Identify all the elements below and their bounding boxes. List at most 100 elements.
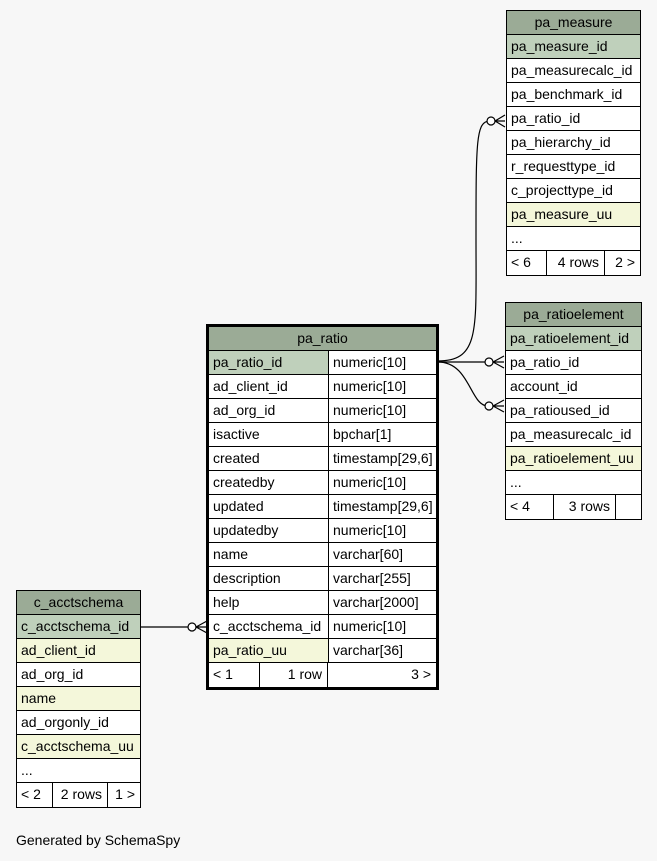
column-name: ad_org_id: [21, 666, 84, 682]
table-title: c_acctschema: [33, 594, 124, 610]
column-type: numeric[10]: [328, 351, 406, 374]
column-name: pa_ratio_id: [511, 110, 581, 126]
table-footer: < 1 1 row 3 >: [209, 663, 436, 687]
column-name: pa_ratioelement_uu: [510, 450, 634, 466]
table-row[interactable]: c_acctschema_id numeric[10]: [209, 615, 436, 639]
table-c-acctschema[interactable]: c_acctschema c_acctschema_id ad_client_i…: [16, 590, 141, 808]
table-row[interactable]: createdby numeric[10]: [209, 471, 436, 495]
table-footer: < 6 4 rows 2 >: [507, 251, 640, 275]
column-type: numeric[10]: [328, 399, 406, 422]
column-name: pa_measure_id: [511, 38, 608, 54]
footer-parents-link[interactable]: 2 >: [615, 254, 635, 270]
column-type: numeric[10]: [328, 615, 406, 638]
footer-children-link[interactable]: < 6: [507, 251, 547, 275]
table-row[interactable]: pa_ratioelement_uu: [506, 447, 641, 471]
table-row[interactable]: pa_measure_id: [507, 35, 640, 59]
table-row[interactable]: updatedby numeric[10]: [209, 519, 436, 543]
table-footer: < 4 3 rows: [506, 495, 641, 519]
column-type: timestamp[29,6]: [328, 447, 433, 470]
column-type: varchar[255]: [328, 567, 411, 590]
footer-children-link[interactable]: < 2: [17, 783, 53, 807]
footer-parents-link[interactable]: [616, 495, 641, 519]
table-row[interactable]: pa_ratio_uu varchar[36]: [209, 639, 436, 663]
column-name: ad_client_id: [213, 378, 288, 394]
table-row[interactable]: description varchar[255]: [209, 567, 436, 591]
table-row[interactable]: isactive bpchar[1]: [209, 423, 436, 447]
column-name: pa_ratioelement_id: [510, 330, 630, 346]
column-name: pa_ratioused_id: [510, 402, 610, 418]
column-name: pa_ratio_uu: [209, 639, 328, 662]
table-header[interactable]: pa_ratioelement: [506, 303, 641, 327]
column-name: c_acctschema_uu: [21, 738, 134, 754]
table-row[interactable]: ...: [17, 759, 140, 783]
column-name: pa_hierarchy_id: [511, 134, 611, 150]
footer-parents-link[interactable]: 1 >: [115, 786, 135, 802]
footer-parents-link[interactable]: 3 >: [411, 666, 431, 682]
edge-pa-measure-optional-marker: [486, 116, 496, 126]
table-row[interactable]: help varchar[2000]: [209, 591, 436, 615]
table-row[interactable]: pa_measurecalc_id: [506, 423, 641, 447]
table-row[interactable]: c_projecttype_id: [507, 179, 640, 203]
column-name: c_acctschema_id: [213, 618, 322, 634]
table-pa-ratioelement[interactable]: pa_ratioelement pa_ratioelement_id pa_ra…: [505, 302, 642, 520]
table-row[interactable]: name varchar[60]: [209, 543, 436, 567]
table-row[interactable]: r_requesttype_id: [507, 155, 640, 179]
table-row[interactable]: pa_measurecalc_id: [507, 59, 640, 83]
column-type: varchar[2000]: [328, 591, 419, 614]
table-row[interactable]: ad_client_id numeric[10]: [209, 375, 436, 399]
table-title: pa_ratioelement: [523, 306, 624, 322]
table-row[interactable]: pa_ratio_id: [506, 351, 641, 375]
column-name: updated: [213, 498, 264, 514]
table-row[interactable]: pa_ratio_id: [507, 107, 640, 131]
footer-children-link[interactable]: < 4: [506, 495, 554, 519]
table-row[interactable]: pa_hierarchy_id: [507, 131, 640, 155]
table-row[interactable]: ad_orgonly_id: [17, 711, 140, 735]
column-name: help: [213, 594, 240, 610]
column-name: description: [213, 570, 281, 586]
column-name: ad_client_id: [21, 642, 96, 658]
table-row[interactable]: pa_ratioelement_id: [506, 327, 641, 351]
table-row[interactable]: account_id: [506, 375, 641, 399]
edge-pa-ratioused-optional-marker: [484, 401, 494, 411]
column-name: pa_ratio_id: [209, 351, 328, 374]
column-type: numeric[10]: [328, 519, 406, 542]
table-header[interactable]: pa_ratio: [209, 327, 436, 351]
table-pa-ratio[interactable]: pa_ratio pa_ratio_id numeric[10] ad_clie…: [206, 324, 439, 690]
table-header[interactable]: c_acctschema: [17, 591, 140, 615]
table-row[interactable]: updated timestamp[29,6]: [209, 495, 436, 519]
column-name: c_projecttype_id: [511, 182, 613, 198]
table-title: pa_ratio: [297, 330, 348, 346]
table-pa-measure[interactable]: pa_measure pa_measure_id pa_measurecalc_…: [506, 10, 641, 276]
table-row[interactable]: pa_ratio_id numeric[10]: [209, 351, 436, 375]
column-name: pa_measurecalc_id: [511, 62, 633, 78]
table-row[interactable]: ...: [506, 471, 641, 495]
column-name: r_requesttype_id: [511, 158, 616, 174]
column-name: updatedby: [213, 522, 279, 538]
column-name: name: [21, 690, 57, 706]
table-row[interactable]: ad_client_id: [17, 639, 140, 663]
table-row[interactable]: ad_org_id: [17, 663, 140, 687]
table-row[interactable]: ...: [507, 227, 640, 251]
footer-row-count: 4 rows: [547, 251, 605, 275]
table-row[interactable]: c_acctschema_id: [17, 615, 140, 639]
edge-pa-ratioelement-optional-marker: [484, 357, 494, 367]
table-row[interactable]: pa_benchmark_id: [507, 83, 640, 107]
table-row[interactable]: created timestamp[29,6]: [209, 447, 436, 471]
column-name: ...: [21, 762, 33, 778]
column-type: numeric[10]: [328, 471, 406, 494]
edge-pa-ratioelement-crowsfoot: [492, 355, 505, 369]
table-row[interactable]: ad_org_id numeric[10]: [209, 399, 436, 423]
edge-pa-measure-pa-ratio: [437, 120, 491, 362]
footer-children-link[interactable]: < 1: [209, 663, 260, 687]
table-header[interactable]: pa_measure: [507, 11, 640, 35]
table-row[interactable]: c_acctschema_uu: [17, 735, 140, 759]
footer-row-count: 1 row: [260, 663, 328, 687]
table-row[interactable]: pa_measure_uu: [507, 203, 640, 227]
table-row[interactable]: name: [17, 687, 140, 711]
footer-row-count: 2 rows: [53, 783, 108, 807]
table-row[interactable]: pa_ratioused_id: [506, 399, 641, 423]
column-name: account_id: [510, 378, 578, 394]
edge-pa-ratioused: [437, 361, 489, 407]
column-name: createdby: [213, 474, 275, 490]
